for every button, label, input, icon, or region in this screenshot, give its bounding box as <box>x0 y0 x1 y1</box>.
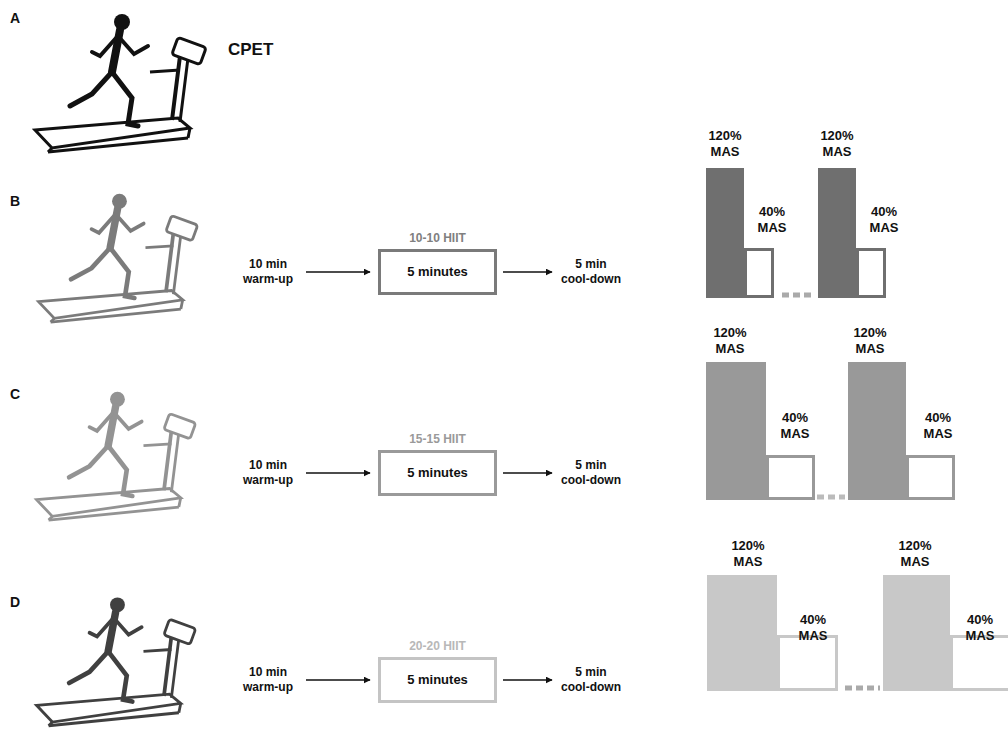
intensity-label: 120% MAS <box>847 325 893 356</box>
protocol-heading: 10-10 HIIT <box>409 231 466 246</box>
step-text: 5 min cool-down <box>560 665 622 695</box>
protocol-heading: 20-20 HIIT <box>409 639 466 654</box>
flow-arrow <box>306 271 370 273</box>
warm-up-step: 10 min warm-up <box>236 665 300 695</box>
intensity-label: 40% MAS <box>790 612 836 643</box>
treadmill-runner <box>35 14 206 152</box>
intensity-label: 120% MAS <box>892 538 938 569</box>
warm-up-step: 10 min warm-up <box>236 257 300 287</box>
intensity-label: 40% MAS <box>749 204 795 235</box>
treadmill-runner <box>37 597 196 725</box>
intensity-label: 40% MAS <box>772 410 818 441</box>
flow-arrow <box>503 679 552 681</box>
repeat-dots <box>845 686 880 691</box>
intensity-label: 120% MAS <box>707 325 753 356</box>
panel-label: A <box>10 10 20 27</box>
duration-text: 5 minutes <box>407 264 468 280</box>
flow-arrow <box>503 271 552 273</box>
rest-bar <box>908 457 954 499</box>
duration-text: 5 minutes <box>407 672 468 688</box>
work-bar <box>706 168 744 298</box>
panel-label: B <box>10 193 20 210</box>
panel-label: C <box>10 386 20 403</box>
duration-text: 5 minutes <box>407 465 468 481</box>
rest-bar <box>768 457 814 499</box>
treadmill-runner <box>37 392 196 520</box>
intensity-label: 40% MAS <box>957 612 1003 643</box>
cool-down-step: 5 min cool-down <box>560 665 622 695</box>
warm-up-step: 10 min warm-up <box>236 458 300 488</box>
hiit-box: 15-15 HIIT5 minutes <box>378 450 497 496</box>
protocol-heading: 15-15 HIIT <box>409 432 466 447</box>
flow-arrow <box>503 472 552 474</box>
rest-bar <box>858 250 885 297</box>
step-text: 5 min cool-down <box>560 458 622 488</box>
work-bar <box>706 362 766 500</box>
panel-label: CPET <box>228 40 273 60</box>
rest-bar <box>779 637 837 690</box>
intensity-label: 120% MAS <box>702 128 748 159</box>
step-text: 5 min cool-down <box>560 257 622 287</box>
repeat-dots <box>817 495 845 500</box>
cool-down-step: 5 min cool-down <box>560 257 622 287</box>
hiit-box: 20-20 HIIT5 minutes <box>378 657 497 703</box>
work-bar <box>848 362 906 500</box>
intensity-label: 120% MAS <box>814 128 860 159</box>
rest-bar <box>952 637 1008 690</box>
panel-label: D <box>10 594 20 611</box>
work-bar <box>818 168 856 298</box>
flow-arrow <box>306 472 370 474</box>
treadmill-runner <box>39 194 198 322</box>
intensity-label: 40% MAS <box>915 410 961 441</box>
cool-down-step: 5 min cool-down <box>560 458 622 488</box>
work-bar <box>883 575 950 691</box>
intensity-label: 40% MAS <box>861 204 907 235</box>
step-text: 10 min warm-up <box>236 458 300 488</box>
repeat-dots <box>782 293 815 298</box>
step-text: 10 min warm-up <box>236 665 300 695</box>
rest-bar <box>746 250 773 297</box>
step-text: 10 min warm-up <box>236 257 300 287</box>
work-bar <box>707 575 777 691</box>
flow-arrow <box>306 679 370 681</box>
intensity-label: 120% MAS <box>725 538 771 569</box>
hiit-box: 10-10 HIIT5 minutes <box>378 249 497 295</box>
